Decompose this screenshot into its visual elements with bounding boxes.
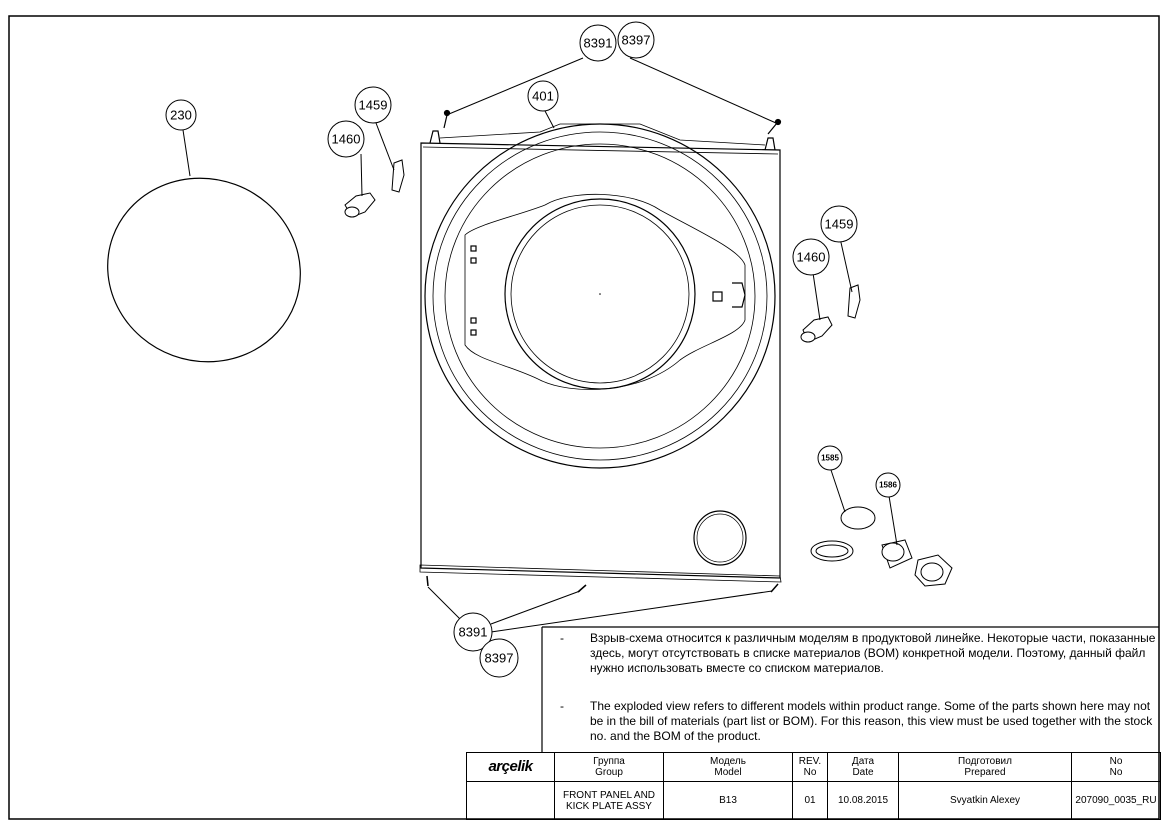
- rev-header: REV.No: [792, 752, 828, 782]
- front-panel: [419, 123, 782, 583]
- callout-1459-right: 1459: [820, 205, 858, 243]
- doc-no-value: 207090_0035_RU: [1071, 781, 1161, 820]
- note-dash: -: [560, 631, 564, 645]
- callout-8397-bottom: 8397: [479, 638, 519, 678]
- filter-parts: [810, 506, 953, 587]
- svg-text:8391: 8391: [584, 36, 613, 51]
- note-dash: -: [560, 699, 564, 713]
- svg-text:401: 401: [532, 89, 554, 104]
- svg-text:1460: 1460: [332, 132, 361, 147]
- svg-text:230: 230: [170, 108, 192, 123]
- callout-8391-top: 8391: [579, 24, 617, 62]
- svg-text:1585: 1585: [821, 454, 839, 463]
- prepared-value: Svyatkin Alexey: [898, 781, 1072, 820]
- brand-logo: arçelik: [488, 757, 533, 775]
- callout-1585: 1585: [817, 445, 843, 471]
- note-en-text: The exploded view refers to different mo…: [590, 699, 1153, 743]
- empty-logo-value-cell: [466, 781, 555, 820]
- screw-parts-bottom: [426, 575, 779, 593]
- svg-text:1459: 1459: [825, 217, 854, 232]
- svg-text:8397: 8397: [485, 651, 514, 666]
- callout-1460-right: 1460: [792, 238, 830, 276]
- callout-230: 230: [165, 99, 197, 131]
- callout-8391-bottom: 8391: [453, 612, 493, 652]
- hinge-parts-left: [344, 159, 405, 218]
- svg-text:8397: 8397: [622, 33, 651, 48]
- date-value: 10.08.2015: [827, 781, 899, 820]
- svg-text:1460: 1460: [797, 250, 826, 265]
- callout-1460-left: 1460: [327, 120, 365, 158]
- rev-value: 01: [792, 781, 828, 820]
- leader-lines: [182, 57, 898, 633]
- callout-401: 401: [527, 80, 559, 112]
- callout-1586: 1586: [875, 472, 901, 498]
- screw-parts-top: [443, 109, 782, 135]
- model-value: B13: [663, 781, 793, 820]
- svg-text:8391: 8391: [459, 625, 488, 640]
- callout-1459-left: 1459: [354, 86, 392, 124]
- door-glass-part: [107, 177, 301, 363]
- note-ru-text: Взрыв-схема относится к различным моделя…: [590, 631, 1156, 675]
- brand-logo-cell: arçelik: [466, 752, 555, 782]
- hinge-parts-right: [800, 284, 861, 343]
- svg-text:1586: 1586: [879, 481, 897, 490]
- callout-8397-top: 8397: [617, 21, 655, 59]
- svg-text:1459: 1459: [359, 98, 388, 113]
